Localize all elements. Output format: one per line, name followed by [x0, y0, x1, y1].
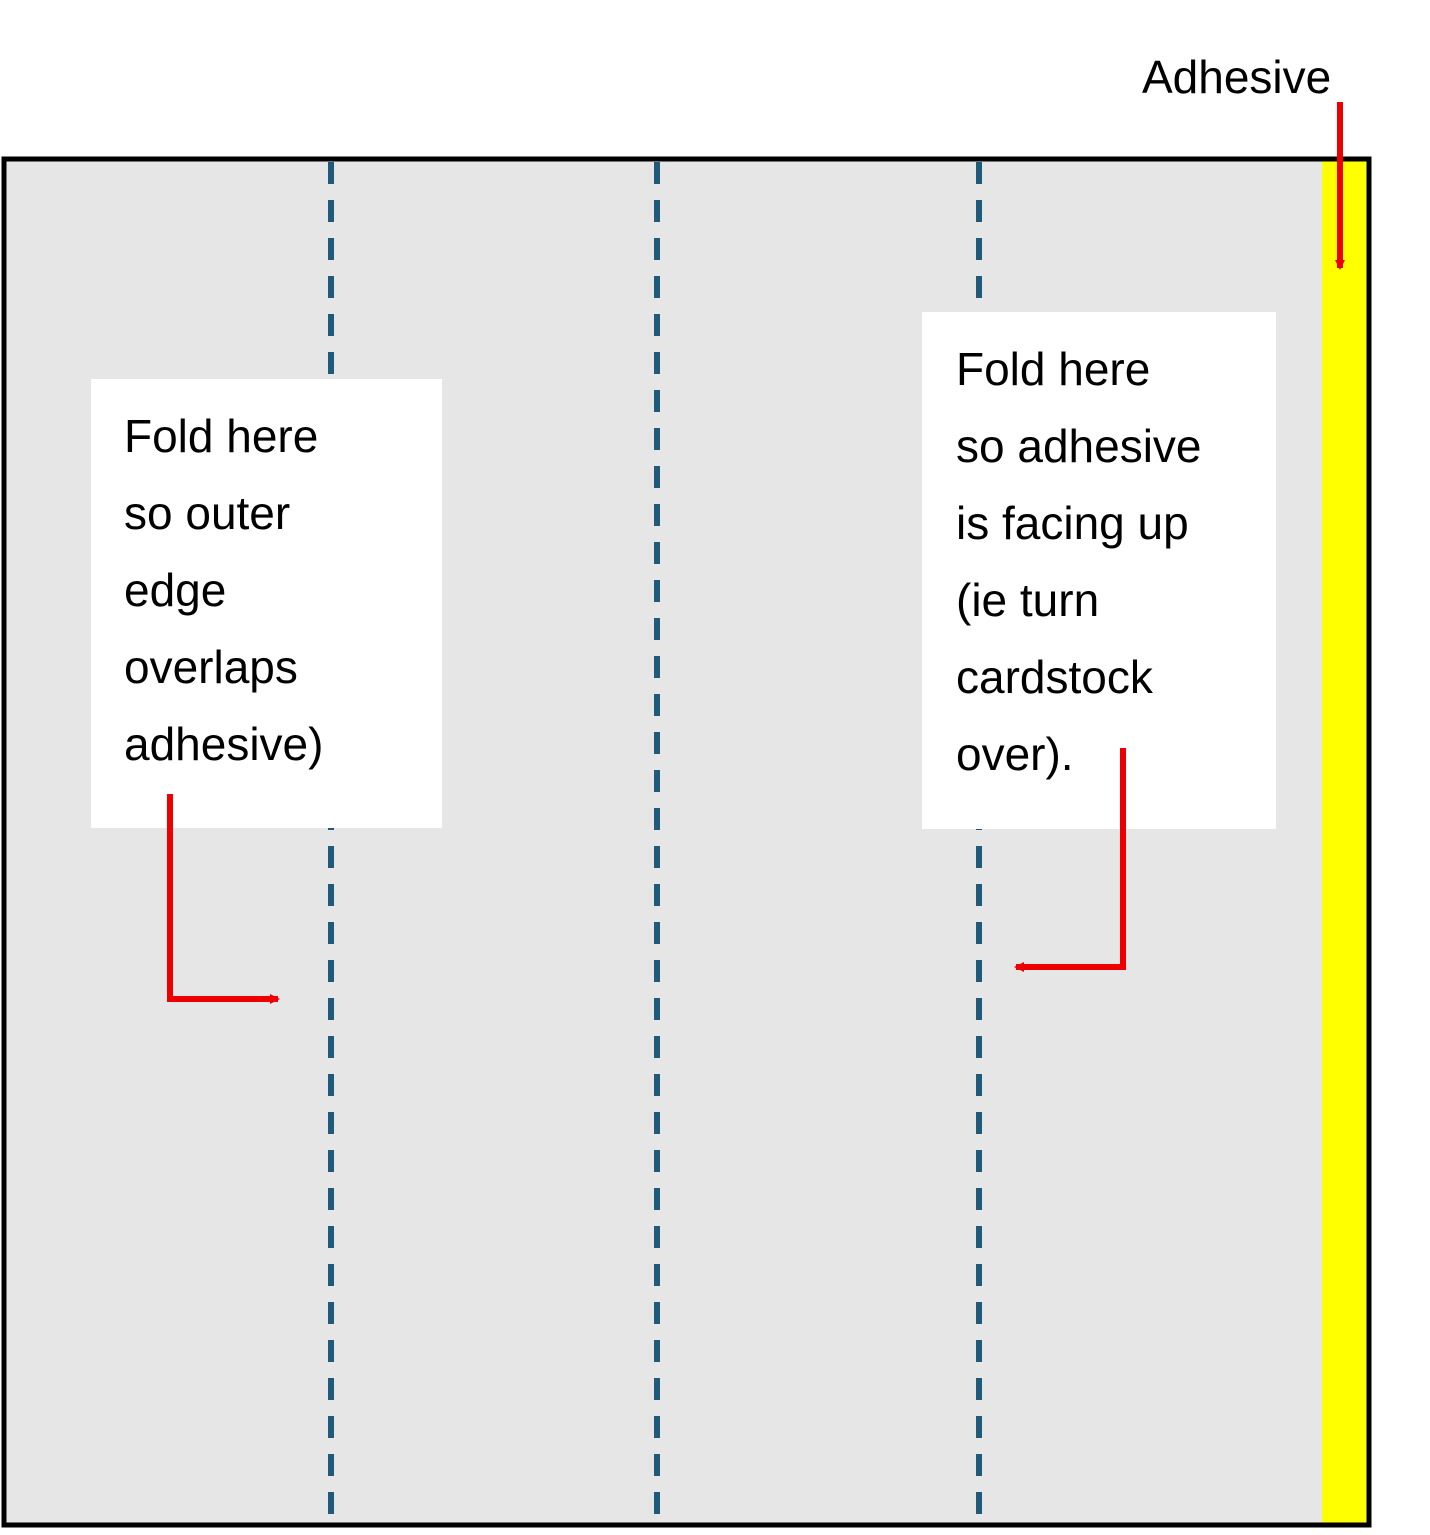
- right-fold-arrow: [1014, 748, 1126, 972]
- left-note-line: edge: [124, 564, 226, 616]
- right-note-line: Fold here: [956, 343, 1150, 395]
- right-note-line: is facing up: [956, 497, 1189, 549]
- adhesive-label: Adhesive: [1142, 51, 1331, 103]
- right-note-line: so adhesive: [956, 420, 1202, 472]
- sheet-border: [1, 156, 1372, 1528]
- left-fold-arrow: [167, 794, 280, 1004]
- left-note-line: adhesive): [124, 718, 323, 770]
- left-note-text: Fold here so outer edge overlaps adhesiv…: [124, 410, 331, 770]
- adhesive-strip: [1322, 159, 1366, 1525]
- left-note-line: Fold here: [124, 410, 318, 462]
- left-note-line: overlaps: [124, 641, 298, 693]
- right-note-line: cardstock: [956, 651, 1154, 703]
- left-note-line: so outer: [124, 487, 290, 539]
- left-note-box: [91, 379, 442, 828]
- right-note-box: [922, 312, 1276, 829]
- right-note-line: over).: [956, 728, 1074, 780]
- right-note-line: (ie turn: [956, 574, 1099, 626]
- right-note-text: Fold here so adhesive is facing up (ie t…: [956, 343, 1214, 780]
